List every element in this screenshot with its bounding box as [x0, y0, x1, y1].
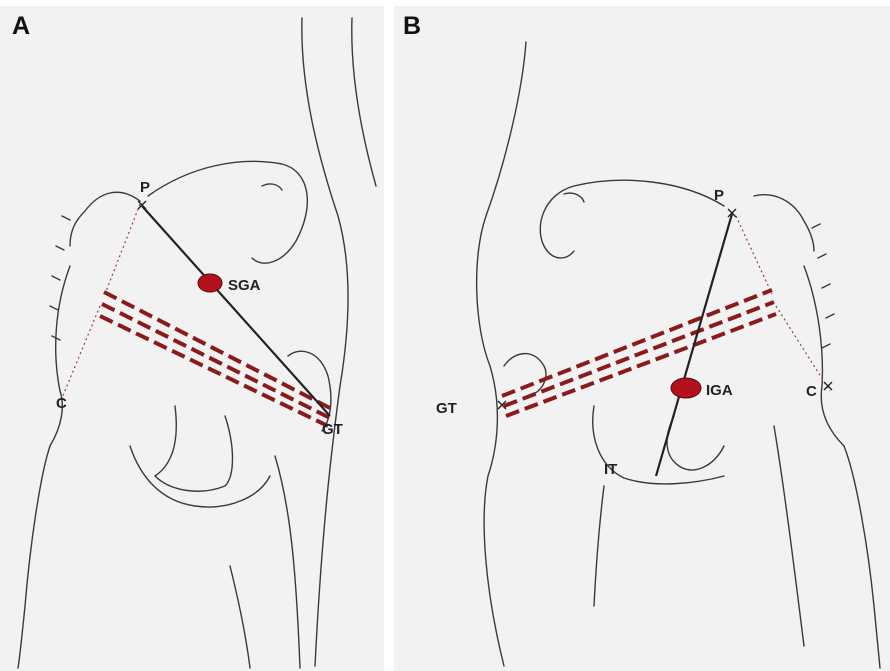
- dotted-guide-b-1: [736, 216, 772, 294]
- sga-dot: [198, 274, 222, 292]
- sacrum-b: [754, 195, 814, 251]
- panel-b-drawing: P IGA C GT IT: [394, 6, 890, 671]
- incision-line-a-3: [100, 316, 328, 426]
- iga-label: IGA: [706, 382, 733, 399]
- coccyx-b: [804, 266, 844, 446]
- iliac-crest-b: [540, 180, 724, 258]
- gt-label-b: GT: [436, 400, 457, 417]
- iliac-crest-a: [148, 161, 307, 263]
- p-label-a: P: [140, 179, 150, 196]
- spine-ticks-b: [812, 224, 834, 348]
- gt-label-a: GT: [322, 421, 343, 438]
- c-label-b: C: [806, 383, 817, 400]
- incision-line-b-3: [506, 314, 776, 416]
- incision-line-a-1: [104, 292, 330, 408]
- dotted-guide-a-2: [62, 306, 100, 398]
- c-mark-b: [824, 382, 832, 390]
- pelvis-inner-a: [130, 446, 270, 507]
- femur-b: [594, 486, 604, 606]
- iliac-inner-b: [564, 193, 584, 202]
- pelvis-inner-b: [667, 416, 724, 470]
- sacrum-a: [70, 192, 140, 246]
- c-label-a: C: [56, 395, 67, 412]
- iliac-inner-a: [262, 184, 282, 190]
- p-gt-line-a: [142, 206, 330, 416]
- incision-line-a-2: [102, 304, 330, 418]
- femur-a: [275, 456, 300, 668]
- back-outline-a2: [352, 18, 376, 186]
- p-label-b: P: [714, 187, 724, 204]
- p-it-line-b: [656, 214, 732, 476]
- leg-outline-b: [844, 446, 880, 668]
- panel-a-drawing: P SGA C GT: [0, 6, 384, 671]
- thigh-inner-b: [774, 426, 804, 646]
- it-label-b: IT: [604, 461, 617, 478]
- back-outline-a: [302, 18, 348, 666]
- panel-a: A P SGA C GT: [0, 6, 384, 671]
- incision-line-b-1: [502, 290, 772, 396]
- spine-ticks-a: [50, 216, 70, 340]
- dotted-guide-a-1: [105, 204, 140, 294]
- ischial-a: [155, 406, 233, 491]
- thigh-inner-a: [230, 566, 250, 668]
- leg-outline-a: [18, 446, 50, 668]
- panel-b: B P IGA C GT IT: [394, 6, 890, 671]
- iga-dot: [671, 378, 701, 398]
- incision-line-b-2: [504, 302, 774, 406]
- coccyx-a: [50, 266, 70, 446]
- sga-label: SGA: [228, 277, 261, 294]
